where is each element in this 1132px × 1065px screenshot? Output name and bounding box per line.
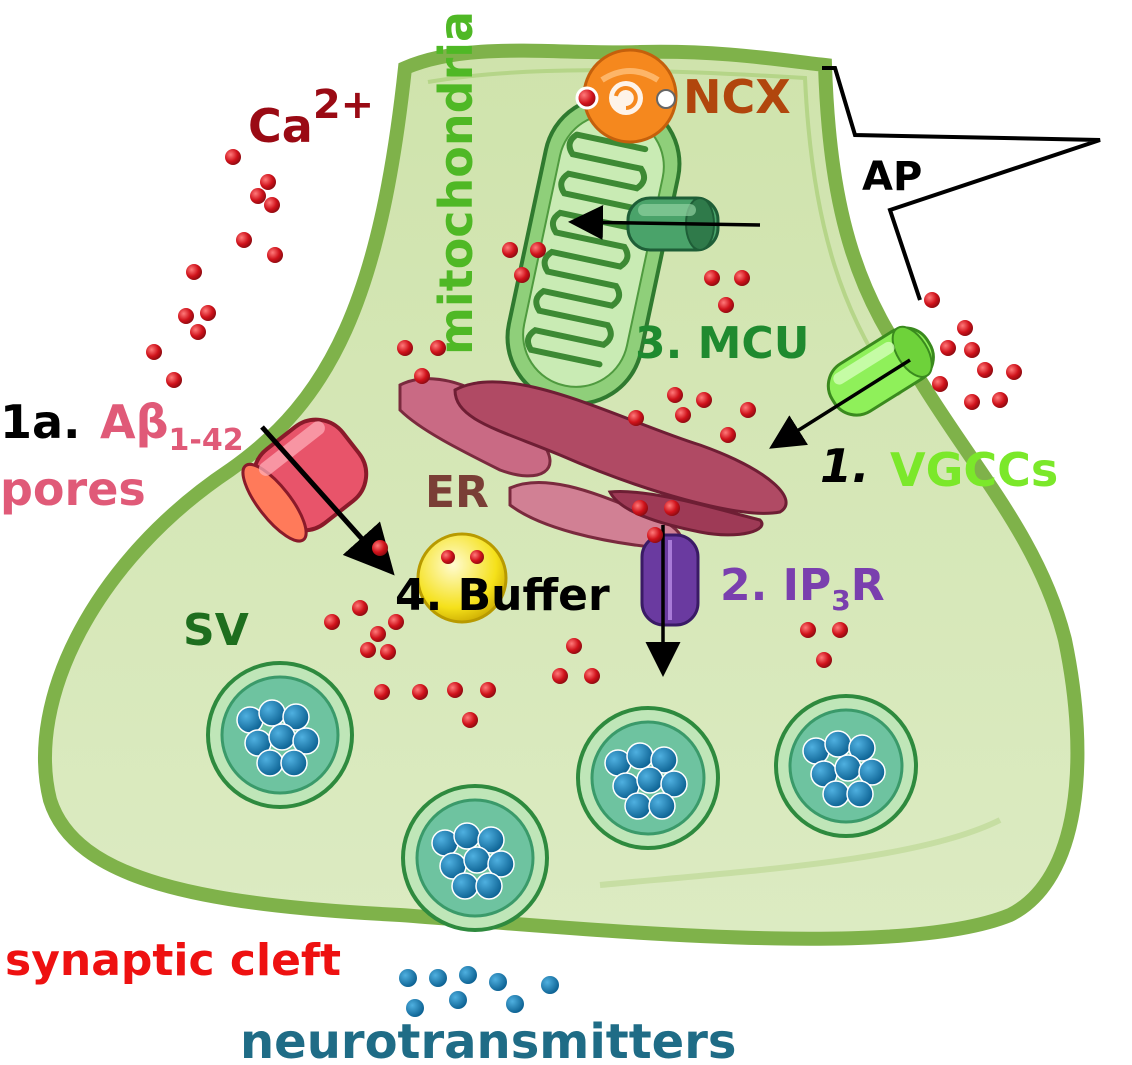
calcium-ion	[720, 427, 736, 443]
mcu-arrow	[568, 204, 761, 240]
calcium-ion	[260, 174, 276, 190]
label-buffer: 4. Buffer	[395, 570, 610, 621]
calcium-ion	[462, 712, 478, 728]
calcium-ion	[412, 684, 428, 700]
calcium-ion	[584, 668, 600, 684]
label-synaptic-cleft: synaptic cleft	[5, 935, 341, 986]
synaptic-vesicle	[774, 694, 918, 838]
label-vgcc: VGCCs	[890, 443, 1058, 497]
calcium-ion	[1006, 364, 1022, 380]
synaptic-vesicles	[206, 661, 918, 932]
calcium-ion	[370, 626, 386, 642]
label-ca: Ca2+	[248, 82, 374, 153]
calcium-ion	[530, 242, 546, 258]
label-sv: SV	[183, 605, 249, 656]
calcium-ion	[324, 614, 340, 630]
neurotransmitter-molecule	[489, 973, 507, 991]
calcium-ion	[704, 270, 720, 286]
action-potential-trace	[822, 66, 1101, 301]
calcium-ion	[186, 264, 202, 280]
calcium-ion	[397, 340, 413, 356]
vgcc-arrow	[769, 358, 911, 449]
synaptic-vesicle	[401, 784, 549, 932]
calcium-ion	[964, 394, 980, 410]
neurotransmitter-molecule	[429, 969, 447, 987]
calcium-ion	[250, 188, 266, 204]
calcium-ion	[267, 247, 283, 263]
endoplasmic-reticulum	[398, 377, 788, 550]
calcium-ion	[552, 668, 568, 684]
calcium-ion	[664, 500, 680, 516]
calcium-ion	[932, 376, 948, 392]
neurotransmitter-molecule	[541, 976, 559, 994]
ip3r-channel	[640, 533, 700, 627]
calcium-ion	[977, 362, 993, 378]
calcium-ion	[236, 232, 252, 248]
calcium-ion	[190, 324, 206, 340]
label-er: ER	[425, 467, 489, 518]
calcium-ions	[146, 149, 1022, 728]
synaptic-vesicle	[576, 706, 720, 850]
calcium-ion	[566, 638, 582, 654]
label-ncx: NCX	[683, 70, 791, 124]
calcium-ion	[816, 652, 832, 668]
calcium-ion	[178, 308, 194, 324]
calcium-ion	[940, 340, 956, 356]
calcium-ion	[225, 149, 241, 165]
calcium-ion	[632, 500, 648, 516]
calcium-ion	[430, 340, 446, 356]
label-abeta: Aβ1-42	[100, 395, 244, 458]
calcium-ion	[832, 622, 848, 638]
calcium-ion	[734, 270, 750, 286]
ncx-exchanger	[575, 48, 678, 144]
calcium-ion	[628, 410, 644, 426]
calcium-ion	[447, 682, 463, 698]
free-neurotransmitters	[399, 966, 559, 1017]
label-neurotransmitters: neurotransmitters	[240, 1014, 736, 1065]
synaptic-vesicle	[206, 661, 354, 809]
neurotransmitter-molecule	[449, 991, 467, 1009]
neurotransmitter-molecule	[399, 969, 417, 987]
calcium-ion	[647, 527, 663, 543]
calcium-ion	[388, 614, 404, 630]
calcium-ion	[380, 644, 396, 660]
calcium-ion	[264, 197, 280, 213]
calcium-ion	[352, 600, 368, 616]
calcium-ion	[800, 622, 816, 638]
calcium-ion	[957, 320, 973, 336]
calcium-ion	[924, 292, 940, 308]
label-abeta-number: 1a.	[0, 395, 81, 449]
calcium-ion	[146, 344, 162, 360]
label-abeta-pores: pores	[0, 462, 146, 516]
calcium-ion	[675, 407, 691, 423]
label-mitochondria: mitochondria	[429, 11, 483, 355]
calcium-ion	[514, 267, 530, 283]
mitochondrion	[505, 95, 682, 406]
calcium-ion	[740, 402, 756, 418]
calcium-ion	[414, 368, 430, 384]
neurotransmitter-molecule	[406, 999, 424, 1017]
label-ap: AP	[862, 154, 922, 200]
calcium-buffer	[416, 532, 508, 624]
calcium-ion	[480, 682, 496, 698]
label-ip3r: 2. IP3R	[720, 560, 885, 617]
neurotransmitter-molecule	[459, 966, 477, 984]
abeta-arrow	[260, 425, 395, 576]
calcium-ion	[360, 642, 376, 658]
neurotransmitter-molecule	[506, 995, 524, 1013]
label-mcu: 3. MCU	[635, 318, 809, 369]
calcium-ion	[964, 342, 980, 358]
calcium-ion	[992, 392, 1008, 408]
calcium-ion	[502, 242, 518, 258]
calcium-ion	[166, 372, 182, 388]
calcium-ion	[667, 387, 683, 403]
calcium-ion	[372, 540, 388, 556]
calcium-ion	[200, 305, 216, 321]
calcium-ion	[374, 684, 390, 700]
calcium-ion	[718, 297, 734, 313]
calcium-ion	[696, 392, 712, 408]
label-vgcc-number: 1.	[820, 439, 869, 493]
